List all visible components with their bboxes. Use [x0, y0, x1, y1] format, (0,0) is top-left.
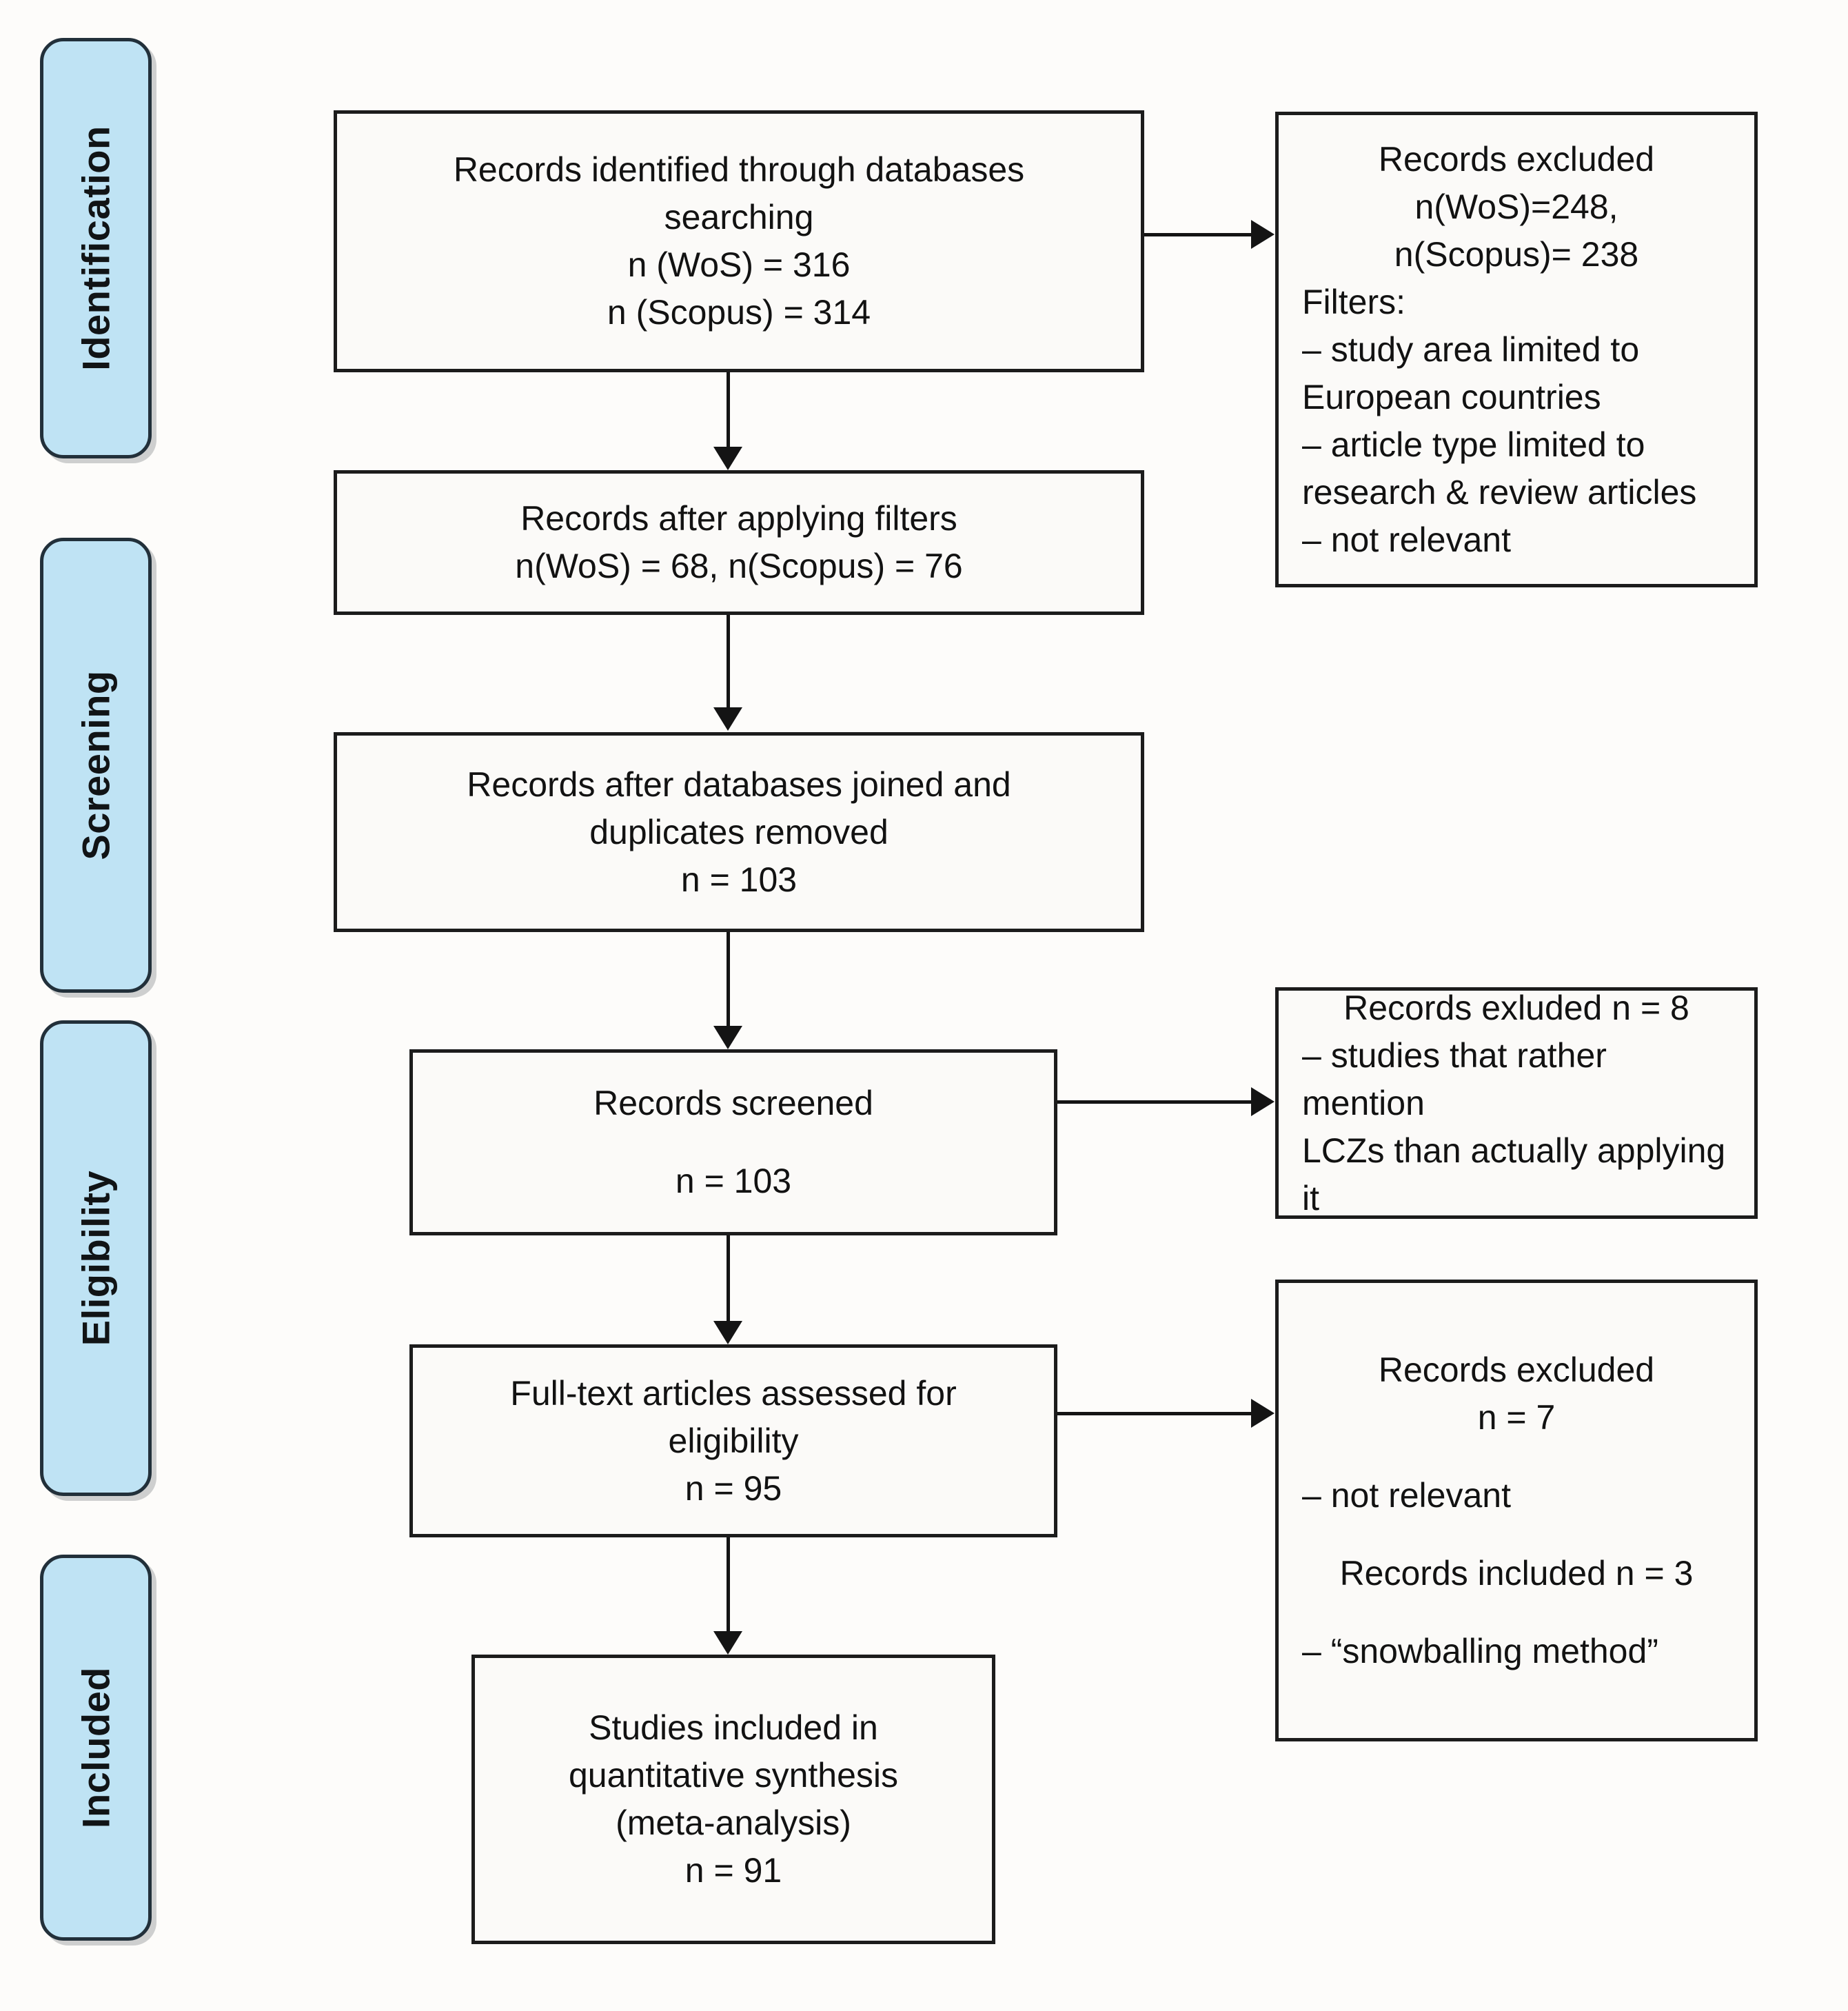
stage-label-identification: Identification — [40, 38, 152, 458]
box-line: n = 103 — [680, 860, 798, 899]
box-line: Records excluded — [1378, 139, 1655, 179]
stage-label-identification-text: Identification — [74, 125, 118, 371]
box-records-identified: Records identified through databases sea… — [334, 110, 1144, 372]
box-line: – studies that rather mention — [1302, 1035, 1607, 1122]
box-line: n (Scopus) = 314 — [607, 293, 871, 332]
stage-label-included-text: Included — [74, 1666, 118, 1829]
stage-label-eligibility-text: Eligibility — [74, 1170, 118, 1346]
connector-screened-to-fulltext — [727, 1235, 730, 1324]
stage-label-included: Included — [40, 1555, 152, 1941]
box-line: quantitative synthesis — [568, 1756, 899, 1795]
box-excluded-identification: Records excluded n(WoS)=248, n(Scopus)= … — [1275, 112, 1758, 587]
box-line: n = 91 — [684, 1851, 782, 1890]
box-line: n(Scopus)= 238 — [1394, 234, 1639, 274]
connector-fulltext-to-included — [727, 1537, 730, 1634]
box-line: n(WoS)=248, — [1414, 187, 1618, 226]
box-line: Studies included in — [589, 1708, 878, 1747]
box-line: Records excluded — [1378, 1350, 1655, 1389]
stage-label-eligibility: Eligibility — [40, 1020, 152, 1496]
arrowhead-fulltext-to-included — [713, 1631, 742, 1655]
connector-dedup-to-screened — [727, 932, 730, 1029]
box-line: Records after databases joined and — [467, 765, 1011, 804]
box-line: Records screened — [593, 1084, 873, 1122]
box-line: – study area limited to — [1302, 330, 1640, 369]
box-line: Records after applying filters — [520, 499, 957, 538]
arrowhead-identified-to-excluded — [1251, 220, 1275, 249]
box-excluded-screening: Records exluded n = 8 – studies that rat… — [1275, 987, 1758, 1219]
box-line: duplicates removed — [589, 812, 889, 851]
box-fulltext-assessed: Full-text articles assessed for eligibil… — [409, 1344, 1057, 1537]
arrowhead-fulltext-to-excluded — [1251, 1399, 1275, 1428]
arrowhead-screened-to-fulltext — [713, 1321, 742, 1344]
box-line: European countries — [1302, 377, 1601, 416]
stage-label-screening-text: Screening — [74, 670, 118, 860]
box-line: Records identified through databases — [453, 150, 1025, 189]
box-line: Filters: — [1302, 282, 1405, 321]
connector-fulltext-to-excluded — [1057, 1412, 1251, 1415]
arrowhead-screened-to-excluded — [1251, 1087, 1275, 1116]
box-line: (meta-analysis) — [616, 1803, 851, 1842]
box-line: – not relevant — [1302, 1475, 1511, 1515]
stage-label-screening: Screening — [40, 538, 152, 993]
box-line: – article type limited to — [1302, 425, 1645, 464]
box-line: searching — [664, 198, 814, 236]
box-line: Full-text articles assessed for — [510, 1373, 957, 1413]
arrowhead-filters-to-dedup — [713, 707, 742, 731]
box-line: n(WoS) = 68, n(Scopus) = 76 — [515, 547, 963, 585]
box-line: Records included n = 3 — [1339, 1553, 1694, 1593]
connector-identified-to-excluded — [1144, 233, 1251, 236]
box-records-screened: Records screened n = 103 — [409, 1049, 1057, 1235]
box-line: n = 95 — [684, 1468, 782, 1508]
box-line: LCZs than actually applying it — [1302, 1131, 1726, 1217]
box-line: eligibility — [668, 1421, 799, 1460]
arrowhead-dedup-to-screened — [713, 1026, 742, 1049]
connector-identified-to-filters — [727, 372, 730, 449]
box-excluded-eligibility: Records excluded n = 7 – not relevant Re… — [1275, 1280, 1758, 1741]
box-line: n = 7 — [1477, 1397, 1556, 1437]
box-records-after-dedup: Records after databases joined and dupli… — [334, 732, 1144, 932]
connector-screened-to-excluded — [1057, 1100, 1251, 1104]
box-line: research & review articles — [1302, 472, 1697, 512]
box-line: – not relevant — [1302, 520, 1511, 559]
arrowhead-identified-to-filters — [713, 447, 742, 470]
connector-filters-to-dedup — [727, 615, 730, 710]
box-line: n (WoS) = 316 — [627, 245, 851, 284]
box-studies-included: Studies included in quantitative synthes… — [471, 1655, 995, 1944]
box-line: – “snowballing method” — [1302, 1631, 1658, 1670]
box-line: n = 103 — [675, 1162, 792, 1200]
box-line: Records exluded n = 8 — [1343, 988, 1689, 1027]
box-records-after-filters: Records after applying filters n(WoS) = … — [334, 470, 1144, 615]
